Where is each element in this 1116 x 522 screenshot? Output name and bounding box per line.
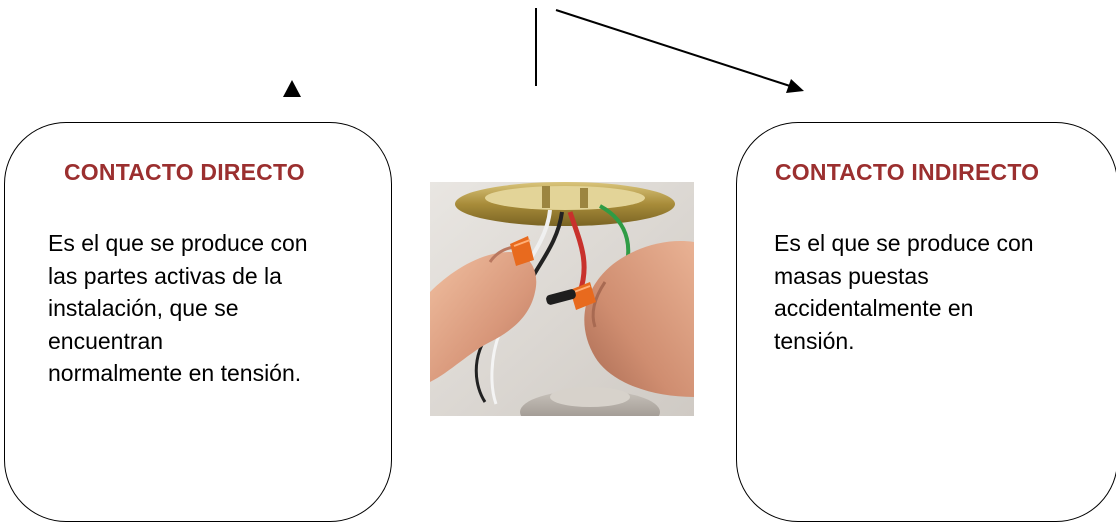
contacto-directo-description: Es el que se produce con las partes acti… <box>48 227 348 390</box>
description-line: normalmente en tensión. <box>48 360 302 386</box>
description-line: accidentalmente en <box>774 295 974 321</box>
contacto-indirecto-description: Es el que se produce con masas puestas a… <box>774 227 1074 357</box>
description-line: Es el que se produce con <box>48 230 308 256</box>
contacto-directo-box: CONTACTO DIRECTO Es el que se produce co… <box>4 122 392 522</box>
description-line: Es el que se produce con <box>774 230 1034 256</box>
description-line: tensión. <box>774 327 855 354</box>
diagonal-connector-line <box>555 9 791 87</box>
description-line: las partes activas de la <box>48 262 282 289</box>
contacto-indirecto-title: CONTACTO INDIRECTO <box>775 159 1040 185</box>
hands-wiring-illustration <box>430 182 694 416</box>
wiring-photo <box>430 182 694 416</box>
arrowhead-left <box>283 80 301 97</box>
contacto-directo-title: CONTACTO DIRECTO <box>64 159 305 185</box>
description-line: encuentran <box>48 327 164 354</box>
description-line: instalación, que se <box>48 295 239 321</box>
arrowhead-right <box>786 79 804 93</box>
description-line: masas puestas <box>774 262 929 289</box>
contacto-indirecto-box: CONTACTO INDIRECTO Es el que se produce … <box>736 122 1116 522</box>
